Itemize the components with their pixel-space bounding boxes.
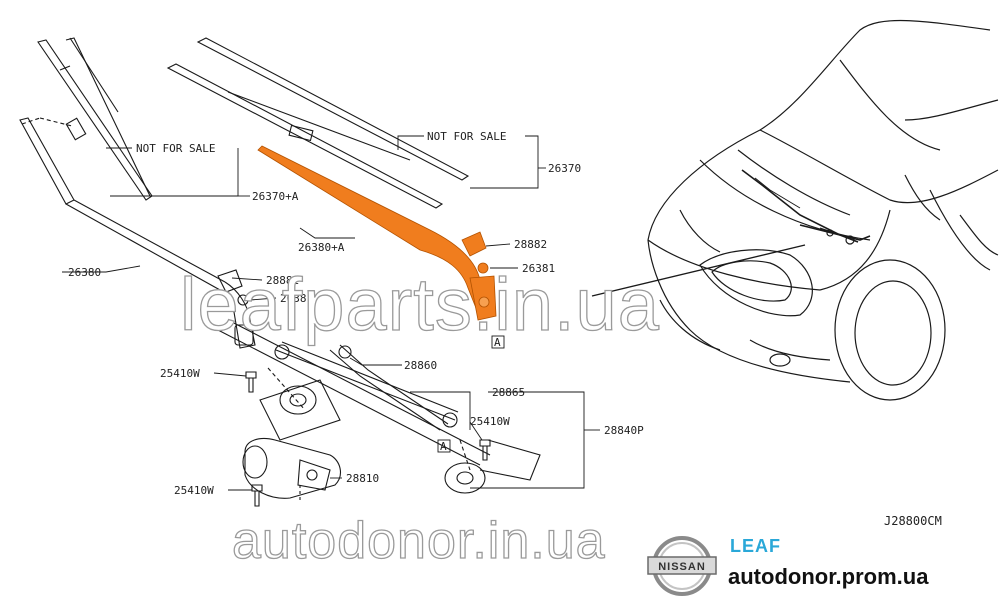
leaf-logo: LEAF (730, 536, 781, 556)
label-26370a: 26370+A (252, 190, 299, 203)
label-25410w-right: 25410W (470, 415, 510, 428)
car-pointer-line (591, 244, 806, 297)
label-26381-left: 26381 (280, 292, 313, 305)
callout-box-a-1 (491, 335, 505, 349)
leader-lines (62, 135, 600, 491)
label-26381-right: 26381 (522, 262, 555, 275)
label-26380: 26380 (68, 266, 101, 279)
label-28865: 28865 (492, 386, 525, 399)
nissan-logo: NISSAN (647, 536, 717, 596)
watermark-top: leafparts.in.ua (180, 263, 660, 346)
bolt-25410w-right (479, 439, 491, 461)
label-28840p: 28840P (604, 424, 644, 437)
site-url: autodonor.prom.ua (728, 564, 929, 589)
label-26380a: 26380+A (298, 241, 345, 254)
label-not-for-sale-left: NOT FOR SALE (136, 142, 215, 155)
bolt-25410w-lower (251, 484, 263, 507)
callout-a-1: A (494, 336, 501, 349)
bolt-25410w-upper (245, 371, 257, 393)
label-26370: 26370 (548, 162, 581, 175)
label-28860: 28860 (404, 359, 437, 372)
label-28882-left: 28882 (266, 274, 299, 287)
callout-a-2: A (440, 440, 447, 453)
label-25410w-lower: 25410W (174, 484, 214, 497)
wiper-blades (21, 37, 470, 209)
arm-26380 (19, 117, 256, 349)
nissan-logo-text: NISSAN (658, 561, 706, 573)
car-outline (647, 19, 999, 401)
arm-26380a-highlighted (257, 145, 497, 321)
part-labels: NOT FOR SALE NOT FOR SALE 26370 26370+A … (68, 130, 942, 528)
label-25410w-upper: 25410W (160, 367, 200, 380)
callout-box-a-2 (437, 439, 451, 453)
label-28810: 28810 (346, 472, 379, 485)
label-not-for-sale-right: NOT FOR SALE (427, 130, 506, 143)
watermark-bottom: autodonor.in.ua (232, 512, 606, 570)
diagram-code: J28800CM (884, 514, 942, 528)
label-28862-right: 28882 (514, 238, 547, 251)
linkage-assembly (217, 269, 541, 507)
